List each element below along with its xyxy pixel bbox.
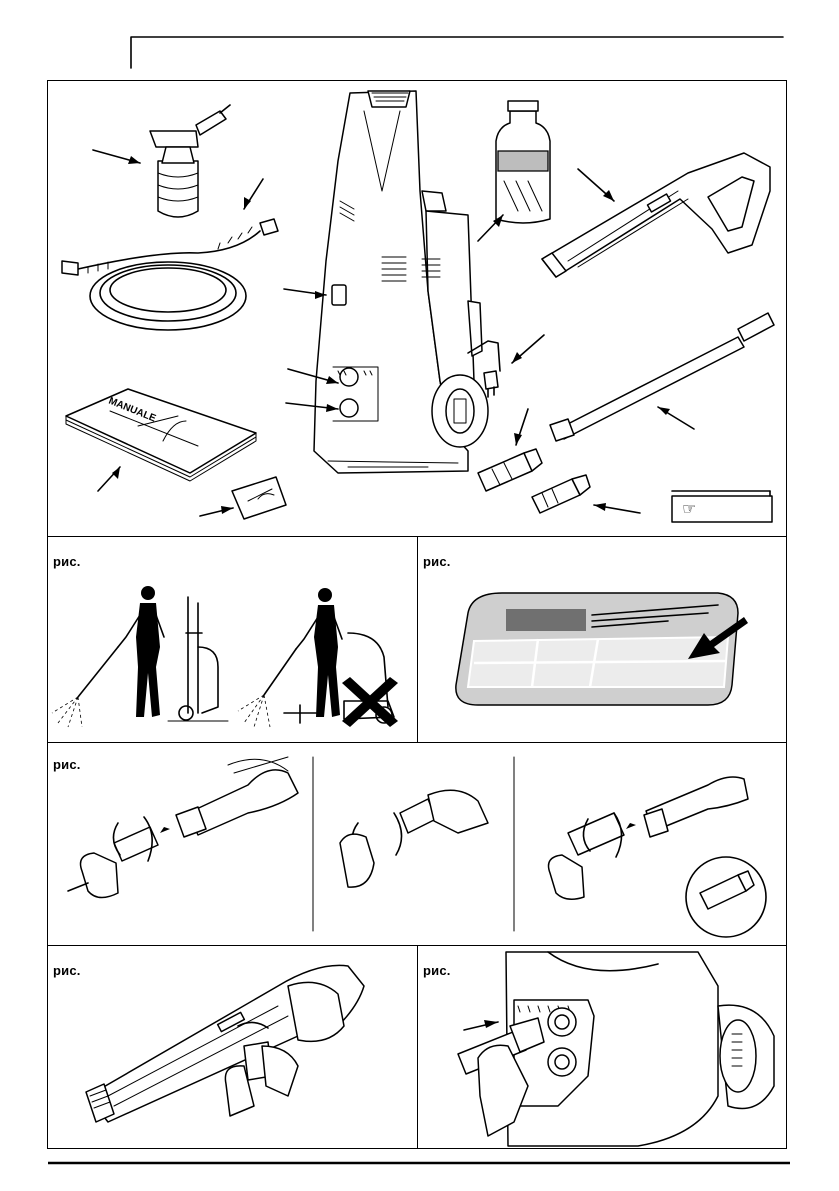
footer-rule <box>0 0 839 1191</box>
